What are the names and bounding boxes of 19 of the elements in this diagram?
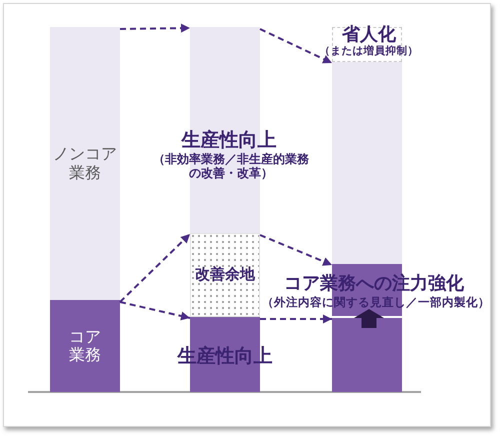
bar-segment xyxy=(50,300,120,392)
arrow xyxy=(120,301,190,320)
annotation-note: （または増員抑制） xyxy=(320,45,418,58)
annotation-heading: 省人化 xyxy=(342,25,396,45)
arrow xyxy=(260,28,332,64)
segment-label: ノンコア業務 xyxy=(52,145,118,182)
arrow xyxy=(119,233,191,303)
annotation-note: （非効率業務／非生産的業務の改善・改革） xyxy=(152,153,310,181)
block-arrow xyxy=(354,309,384,328)
segment-label: 改善余地 xyxy=(195,266,255,284)
bar-segment xyxy=(190,233,260,317)
arrow xyxy=(260,314,332,324)
annotation-heading: 生産性向上 xyxy=(182,130,276,152)
segment-label: コア業務 xyxy=(68,328,102,364)
bar-segment xyxy=(332,62,402,264)
arrow xyxy=(120,24,190,33)
bar-segment xyxy=(332,318,402,392)
bar-segment xyxy=(50,27,120,300)
arrow xyxy=(260,234,332,266)
